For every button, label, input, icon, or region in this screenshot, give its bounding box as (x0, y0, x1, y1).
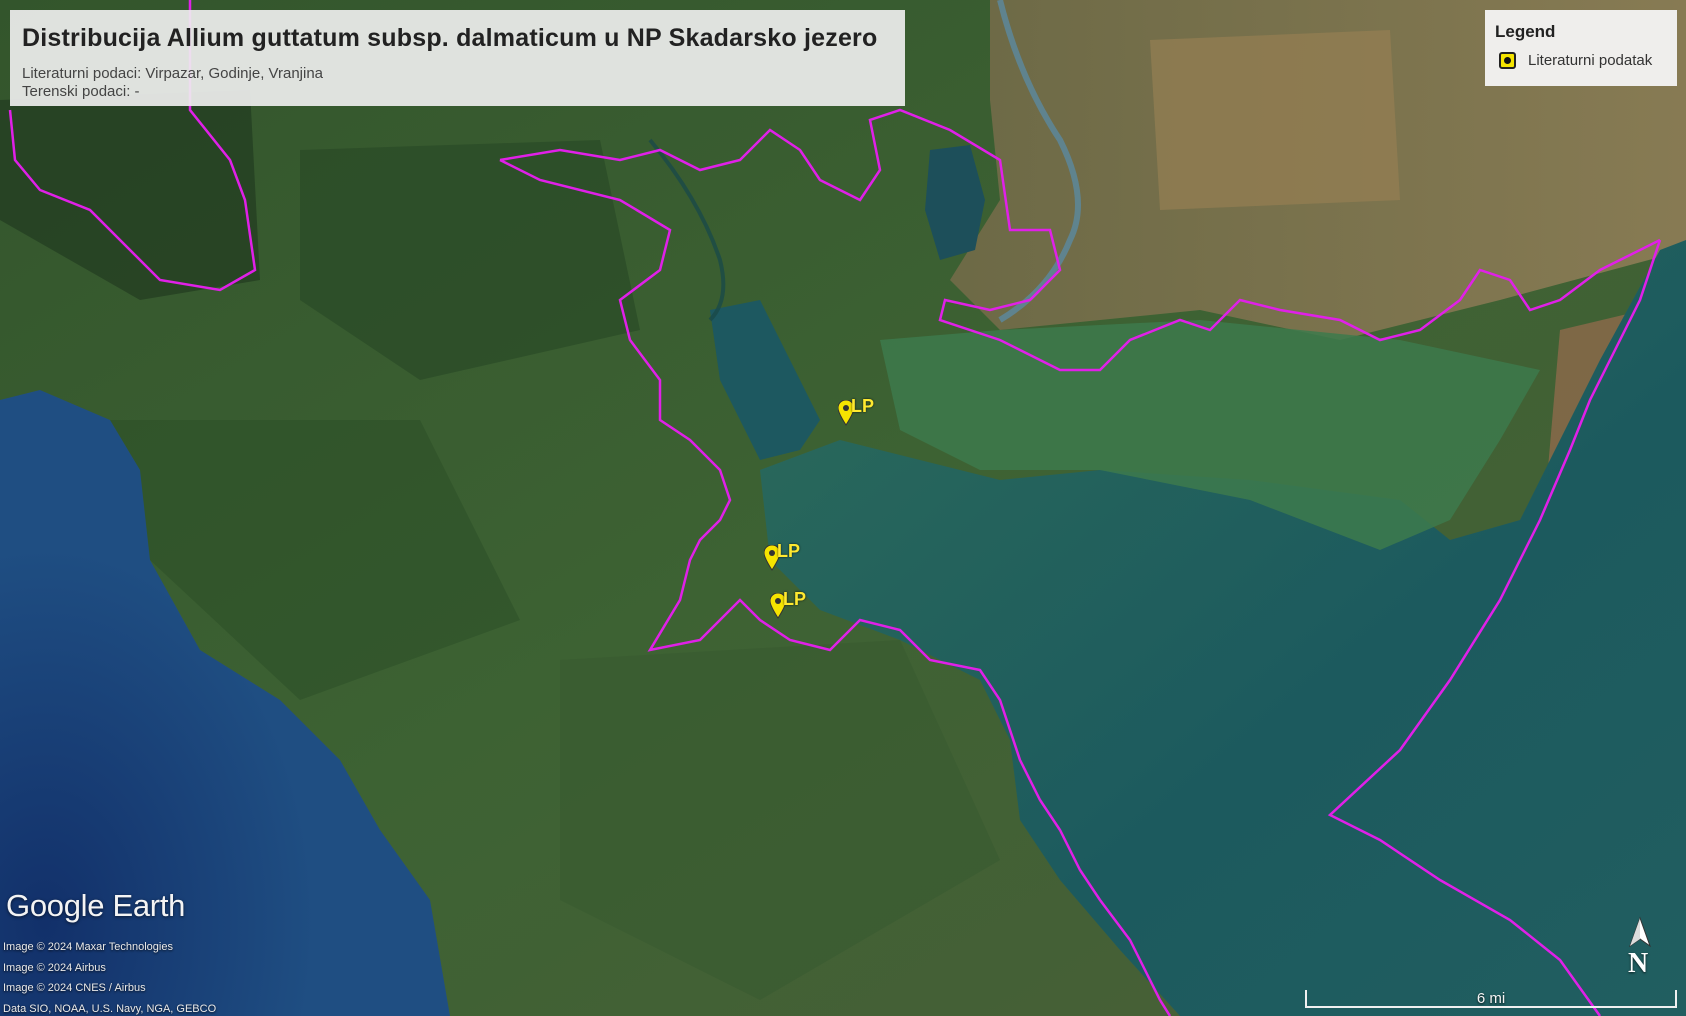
farmland-fields (1150, 30, 1400, 210)
legend-item-label: Literaturni podatak (1528, 52, 1653, 69)
map-pin-icon (837, 399, 855, 426)
map-subtitle: Literaturni podaci: Virpazar, Godinje, V… (22, 65, 893, 101)
north-arrow: N (1625, 916, 1655, 979)
literature-symbol-icon (1499, 52, 1516, 69)
adriatic-sea (0, 390, 450, 1016)
marker-label: LP (783, 589, 807, 609)
park-boundary-south (499, 158, 1172, 1016)
north-label: N (1628, 948, 1649, 979)
imagery-credits: Image © 2024 Maxar Technologies Image © … (3, 937, 216, 1016)
map-title: Distribucija Allium guttatum subsp. dalm… (22, 24, 878, 52)
credit-line: Image © 2024 CNES / Airbus (3, 982, 146, 994)
forest-patch (0, 90, 260, 300)
record-marker-godinje[interactable]: LP (769, 589, 806, 624)
scale-bar (1305, 990, 1677, 1008)
park-boundary-west (8, 0, 257, 292)
google-earth-logo: Google Earth (6, 888, 186, 923)
credit-line: Image © 2024 Maxar Technologies (3, 941, 173, 953)
north-arrow-icon (1629, 916, 1651, 948)
northern-lagoon (710, 300, 820, 460)
lake-skadar (760, 240, 1686, 1016)
lake-small (925, 145, 985, 260)
river-north (648, 138, 726, 322)
forest-patch (300, 140, 640, 380)
subtitle-line-literature: Literaturni podaci: Virpazar, Godinje, V… (22, 65, 324, 82)
lake-marsh (880, 320, 1540, 550)
map-pin-icon (769, 592, 787, 619)
marker-label: LP (777, 541, 801, 561)
legend-item: Literaturni podatak (1495, 52, 1667, 69)
record-marker-virpazar[interactable]: LP (763, 541, 800, 576)
legend-title: Legend (1495, 22, 1556, 41)
credit-line: Image © 2024 Airbus (3, 961, 106, 974)
map-pin-icon (763, 544, 781, 571)
record-marker-vranjina[interactable]: LP (837, 396, 874, 431)
marker-label: LP (851, 396, 875, 416)
title-panel: Distribucija Allium guttatum subsp. dalm… (10, 10, 905, 106)
credit-line: Data SIO, NOAA, U.S. Navy, NGA, GEBCO (3, 1002, 217, 1015)
forest-patch (560, 640, 1000, 1000)
scale-label: 6 mi (1476, 990, 1506, 1007)
subtitle-line-field: Terenski podaci: - (22, 83, 140, 100)
park-boundary-east (1327, 239, 1662, 1016)
legend-panel: Legend Literaturni podatak (1485, 10, 1677, 86)
forest-patch (100, 420, 520, 700)
river (997, 0, 1081, 323)
park-boundary-main (499, 108, 1661, 372)
